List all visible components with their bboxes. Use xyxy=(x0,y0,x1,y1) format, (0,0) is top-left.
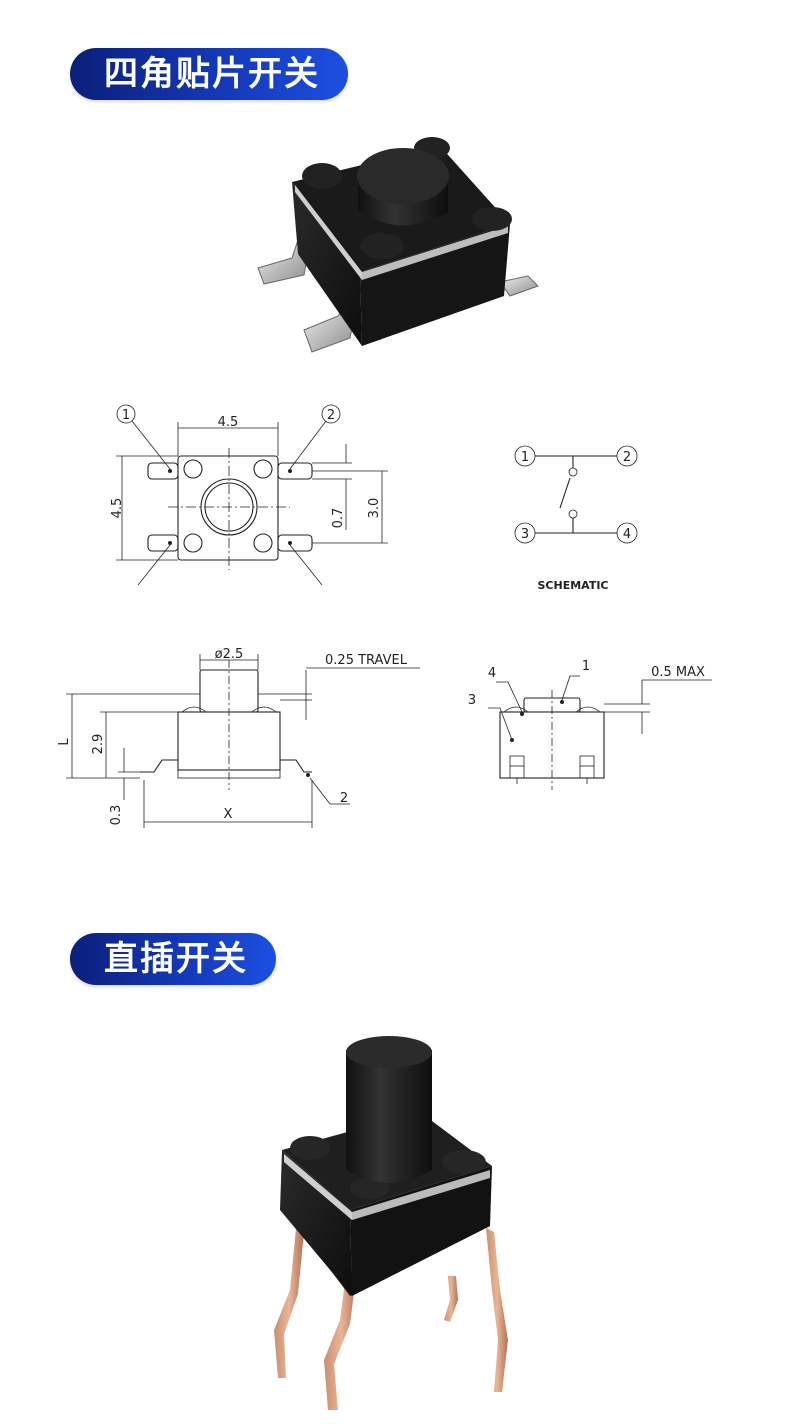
schematic-pin3: 3 xyxy=(521,527,529,542)
section-title-dip: 直插开关 xyxy=(70,933,276,985)
schematic-pin4: 4 xyxy=(623,527,631,542)
width-dim-label: 4.5 xyxy=(218,415,239,430)
top-view-drawing: 4.5 4.5 3.0 0.7 1 2 xyxy=(110,404,388,586)
smd-switch-image xyxy=(257,137,539,353)
schematic-caption: SCHEMATIC xyxy=(538,579,609,592)
schematic-pin1: 1 xyxy=(521,450,529,465)
h-dim-label: 2.9 xyxy=(91,734,106,755)
callout-1: 1 xyxy=(582,659,590,674)
max-label: 0.5 MAX xyxy=(651,665,705,680)
callout-4: 4 xyxy=(488,666,496,681)
travel-label: 0.25 TRAVEL xyxy=(325,653,408,668)
pin2-label: 2 xyxy=(327,408,335,423)
pin1-label: 1 xyxy=(122,408,130,423)
schematic-pin2: 2 xyxy=(623,450,631,465)
pitch-dim-label: 3.0 xyxy=(367,498,382,519)
end-view-drawing: 4 3 1 0.5 MAX xyxy=(468,659,712,790)
schematic-drawing: 1 2 3 4 SCHEMATIC xyxy=(514,445,638,592)
t-dim-label: 0.3 xyxy=(109,805,124,826)
pad-dim-label: 0.7 xyxy=(331,508,346,529)
lead-label: 2 xyxy=(340,791,348,806)
dip-switch-image xyxy=(274,1036,508,1410)
height-dim-label: 4.5 xyxy=(110,498,125,519)
callout-3: 3 xyxy=(468,693,476,708)
section-title-smd: 四角贴片开关 xyxy=(70,48,348,100)
dia-label: ø2.5 xyxy=(215,647,244,662)
side-view-drawing: ø2.5 0.25 TRAVEL L 2.9 0.3 X 2 xyxy=(57,647,420,828)
l-dim-label: L xyxy=(57,738,72,746)
x-dim-label: X xyxy=(224,807,233,822)
